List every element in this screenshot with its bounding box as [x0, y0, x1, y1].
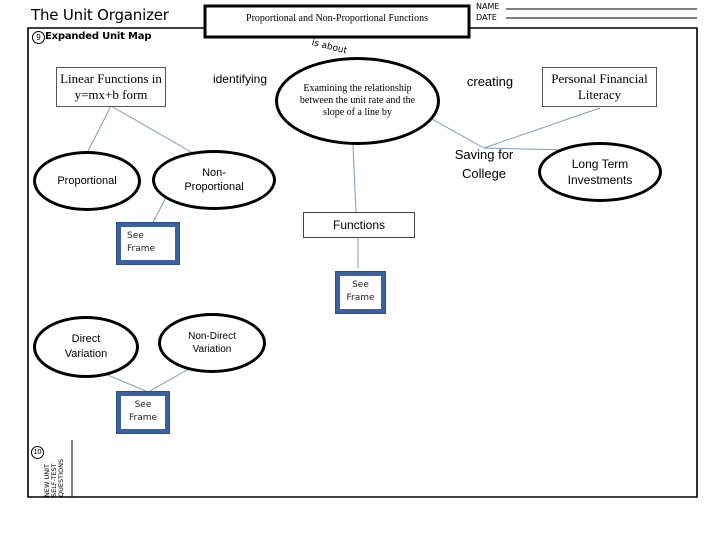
- see-frame-box-2[interactable]: See Frame: [335, 271, 386, 314]
- organizer-title: The Unit Organizer: [31, 6, 169, 24]
- connector-line: [483, 147, 568, 151]
- node-non-direct-variation: Non-Direct Variation: [158, 313, 266, 373]
- node-direct-variation: Direct Variation: [33, 316, 139, 378]
- see-frame-box-1[interactable]: See Frame: [116, 222, 180, 265]
- connector-line: [110, 105, 206, 161]
- node-non-proportional: Non-Proportional: [152, 150, 276, 210]
- unit-topic: Proportional and Non-Proportional Functi…: [246, 13, 428, 24]
- map-number: 9: [36, 33, 41, 42]
- self-test-label: NEW UNIT SELF-TEST QUESTIONS: [43, 458, 65, 497]
- connector-line: [429, 117, 485, 149]
- node-proportional: Proportional: [33, 151, 141, 211]
- node-examining: Examining the relationship between the u…: [275, 57, 440, 145]
- connector-line: [85, 105, 112, 156]
- node-saving-for-college: Saving for College: [454, 147, 514, 181]
- see-frame-text-1: See Frame: [121, 227, 175, 260]
- node-long-term-investments: Long Term Investments: [538, 142, 662, 202]
- name-field[interactable]: [508, 1, 696, 9]
- map-border: [27, 27, 698, 498]
- topic-box: [203, 4, 471, 39]
- self-test-number-badge: 10: [31, 446, 44, 459]
- node-personal-financial-literacy: Personal Financial Literacy: [542, 67, 657, 107]
- map-label: Expanded Unit Map: [45, 31, 152, 42]
- connector-line: [483, 107, 601, 149]
- see-frame-text-3: See Frame: [121, 396, 165, 429]
- node-functions: Functions: [303, 212, 415, 238]
- node-linear-functions: Linear Functions in y=mx+b form: [56, 67, 166, 107]
- date-field[interactable]: [508, 10, 696, 18]
- link-word-creating: creating: [466, 74, 514, 89]
- name-label: NAME: [476, 2, 500, 11]
- map-number-badge: 9: [32, 31, 45, 44]
- date-label: DATE: [476, 13, 497, 22]
- self-test-number: 10: [33, 449, 42, 456]
- link-word-identifying: identifying: [212, 72, 268, 86]
- see-frame-box-3[interactable]: See Frame: [116, 391, 170, 434]
- see-frame-text-2: See Frame: [340, 276, 381, 309]
